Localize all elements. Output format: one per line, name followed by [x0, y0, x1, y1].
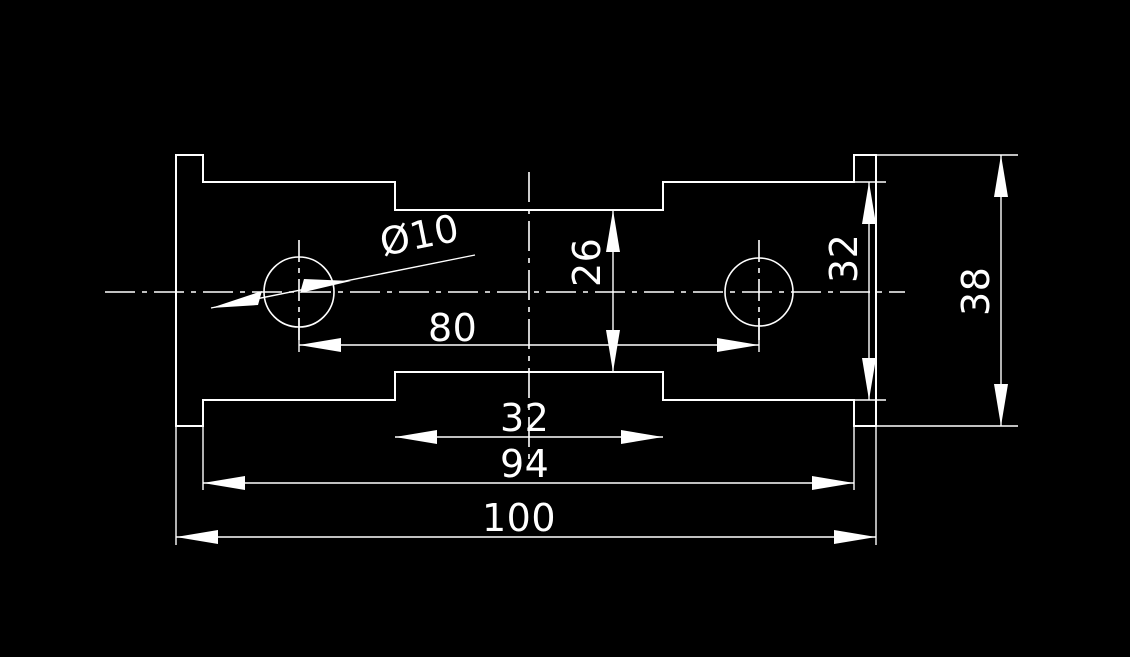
dim38-label: 38: [954, 267, 998, 316]
dim80-arrow-left: [299, 338, 341, 352]
dim26-arrow-bottom: [606, 330, 620, 372]
diameter-leader-arrow-right: [300, 279, 351, 293]
dim26-arrow-top: [606, 210, 620, 252]
dim100-arrow-right: [834, 530, 876, 544]
dim26-label: 26: [565, 238, 609, 287]
dim38-arrow-top: [994, 155, 1008, 197]
dim32h-label: 32: [822, 234, 866, 283]
dim94-label: 94: [500, 442, 549, 486]
dim32w-label: 32: [500, 396, 549, 440]
dim32h-arrow-top: [862, 182, 876, 224]
part-outline-path: [175, 154, 877, 427]
dim32w-arrow-right: [621, 430, 663, 444]
diameter-label: Ø10: [376, 206, 463, 265]
dim38-arrow-bottom: [994, 384, 1008, 426]
dim80-label: 80: [428, 306, 477, 350]
dim94-arrow-right: [812, 476, 854, 490]
dim94-arrow-left: [203, 476, 245, 490]
dim100-arrow-left: [176, 530, 218, 544]
dim80-arrow-right: [717, 338, 759, 352]
dim100-label: 100: [482, 496, 556, 540]
diameter-leader-arrow-left: [211, 291, 262, 308]
dim32w-arrow-left: [395, 430, 437, 444]
dim32h-arrow-bottom: [862, 358, 876, 400]
